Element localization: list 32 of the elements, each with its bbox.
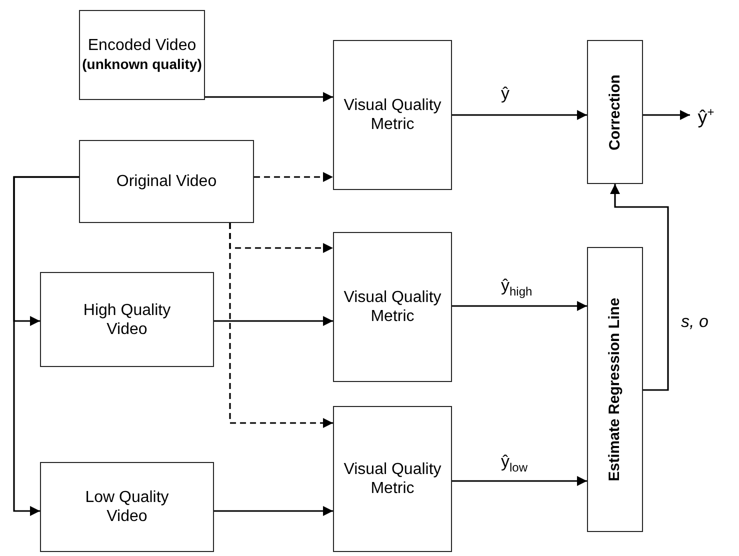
arrow [610, 184, 669, 391]
process-box [333, 232, 452, 382]
node-label: Original Video [116, 172, 217, 191]
arrow [452, 110, 587, 120]
node-label: High Quality Video [82, 300, 172, 338]
process-box [333, 406, 452, 552]
arrow [254, 172, 333, 182]
output-symbol: ŷ$^{+}$ [698, 104, 714, 128]
arrow [229, 223, 333, 428]
edge-label: ŷ [500, 84, 510, 103]
arrow [214, 316, 333, 326]
process-box [587, 40, 643, 184]
arrow [452, 301, 587, 311]
node-label: Encoded Video [88, 36, 196, 55]
arrow [13, 176, 79, 516]
node-label: Visual Quality Metric [342, 96, 442, 134]
process-box [333, 40, 452, 190]
node-label: Low Quality Video [84, 488, 170, 526]
node-label: Estimate Regression Line [606, 298, 624, 482]
node-label: Correction [606, 74, 624, 150]
node-label: Visual Quality Metric [342, 460, 442, 498]
arrow [214, 506, 333, 516]
arrow [643, 110, 690, 120]
source-box [40, 272, 214, 367]
source-box [79, 140, 254, 223]
node-label: (unknown quality) [82, 55, 202, 74]
source-box [40, 462, 214, 552]
arrow [205, 92, 333, 102]
arrow [452, 476, 587, 486]
node-label: Visual Quality Metric [342, 288, 442, 326]
source-box [79, 10, 205, 100]
process-box [587, 247, 643, 532]
